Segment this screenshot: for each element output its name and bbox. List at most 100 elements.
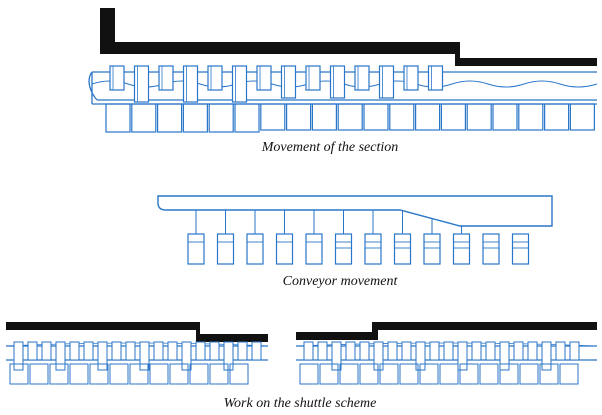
shuttle-base xyxy=(399,363,419,385)
shuttle-base xyxy=(499,363,519,385)
section-movement-panel xyxy=(88,8,598,133)
support-base xyxy=(440,103,466,131)
conveyor-jacks xyxy=(187,210,530,265)
hydraulic-prop xyxy=(182,65,199,103)
conveyor-beam xyxy=(157,195,553,227)
shuttle-prop xyxy=(569,341,580,361)
support-base xyxy=(234,103,260,133)
shuttle-prop xyxy=(27,341,38,361)
shuttle-base xyxy=(129,363,149,385)
support-base xyxy=(466,103,492,131)
shuttle-prop xyxy=(167,341,178,361)
shuttle-base xyxy=(189,363,209,385)
shuttle-prop xyxy=(55,341,66,371)
shuttle-base xyxy=(479,363,499,385)
shuttle-prop xyxy=(181,341,192,371)
hydraulic-prop xyxy=(207,65,223,91)
shuttle-prop xyxy=(13,341,24,371)
hydraulic-prop xyxy=(158,65,174,91)
shuttle-base xyxy=(29,363,49,385)
hydraulic-prop xyxy=(305,65,321,91)
shuttle-prop xyxy=(69,341,80,361)
shuttle-prop xyxy=(251,341,262,361)
shuttle-prop xyxy=(485,341,496,361)
support-base xyxy=(363,103,389,131)
caption-shuttle-scheme: Work on the shuttle scheme xyxy=(223,396,377,411)
shuttle-base xyxy=(49,363,69,385)
shuttle-prop xyxy=(555,341,566,361)
roof-beam xyxy=(100,8,597,66)
hydraulic-prop xyxy=(280,65,297,99)
shuttle-prop xyxy=(237,341,248,361)
shuttle-prop xyxy=(195,341,206,361)
support-base xyxy=(492,103,518,131)
hydraulic-prop xyxy=(354,65,370,91)
jack-cylinder xyxy=(423,233,441,265)
shuttle-base xyxy=(439,363,459,385)
jack-cylinder xyxy=(393,233,412,265)
support-base xyxy=(569,103,596,131)
jack-cylinder xyxy=(216,233,235,265)
shuttle-base xyxy=(379,363,399,385)
jack-cylinder xyxy=(334,233,353,265)
support-base xyxy=(337,103,363,131)
shuttle-prop xyxy=(209,341,220,361)
shuttle-base xyxy=(89,363,109,385)
shuttle-prop xyxy=(499,341,510,371)
shuttle-base xyxy=(559,363,579,385)
shuttle-prop xyxy=(111,341,122,361)
shuttle-prop xyxy=(139,341,150,371)
hydraulic-prop xyxy=(256,65,272,91)
shuttle-prop xyxy=(125,341,136,361)
shuttle-prop xyxy=(387,341,398,361)
support-base xyxy=(208,103,234,133)
support-base xyxy=(415,103,441,131)
caption-section-movement: Movement of the section xyxy=(261,140,399,155)
support-base xyxy=(311,103,337,131)
shuttle-base xyxy=(149,363,169,385)
support-bases xyxy=(105,103,596,133)
support-base xyxy=(157,103,183,133)
shuttle-base xyxy=(519,363,539,385)
jack-cylinder xyxy=(246,233,264,265)
shuttle-base xyxy=(419,363,439,385)
shuttle-prop xyxy=(331,341,342,371)
shuttle-prop xyxy=(303,341,314,361)
hydraulic-prop xyxy=(133,65,150,103)
shuttle-prop xyxy=(83,341,94,361)
support-base xyxy=(260,103,286,131)
shuttle-prop xyxy=(457,341,468,371)
shuttle-prop xyxy=(345,341,356,361)
support-base xyxy=(518,103,544,131)
hydraulic-prop xyxy=(109,65,125,91)
shuttle-prop xyxy=(527,341,538,361)
jack-cylinder xyxy=(452,233,471,265)
shuttle-prop xyxy=(541,341,552,371)
shuttle-right-supports xyxy=(295,341,598,385)
roof-beam-left xyxy=(6,322,268,342)
jack-cylinder xyxy=(511,233,530,265)
hydraulic-prop xyxy=(427,65,444,91)
shuttle-base xyxy=(459,363,479,385)
shuttle-base xyxy=(109,363,129,385)
shuttle-prop xyxy=(41,341,52,361)
shuttle-prop xyxy=(153,341,164,361)
shuttle-prop xyxy=(471,341,482,361)
support-units xyxy=(109,65,444,103)
support-base xyxy=(543,103,570,131)
jack-cylinder xyxy=(275,233,294,265)
seam-wave xyxy=(5,342,269,347)
jack-cylinder xyxy=(364,233,382,265)
caption-conveyor-movement: Conveyor movement xyxy=(282,274,398,289)
support-base xyxy=(182,103,208,133)
shuttle-prop xyxy=(513,341,524,361)
shuttle-base xyxy=(169,363,189,385)
shuttle-left-supports xyxy=(5,341,269,385)
roof-beam-right xyxy=(296,322,597,340)
shuttle-prop xyxy=(429,341,440,361)
shuttle-prop xyxy=(359,341,370,361)
shuttle-base xyxy=(209,363,229,385)
shuttle-base xyxy=(539,363,559,385)
shuttle-prop xyxy=(317,341,328,361)
support-base xyxy=(286,103,312,131)
